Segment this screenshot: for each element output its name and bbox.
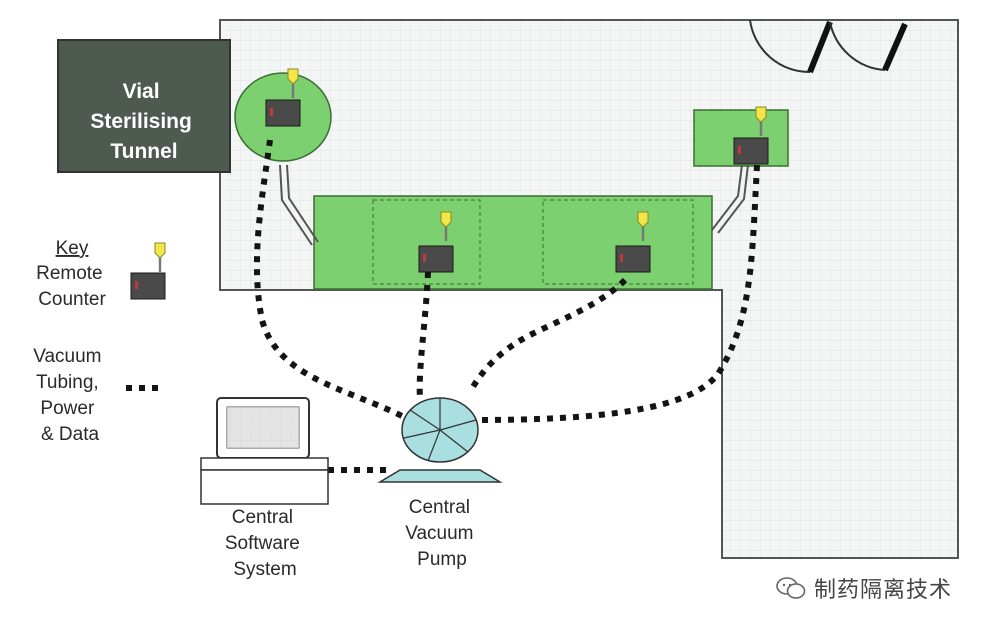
legend-tubing-label-line: Power (40, 398, 95, 419)
legend-probe-icon (154, 242, 166, 273)
zone-subdivision (372, 199, 481, 285)
tunnel-label-line: Tunnel (110, 140, 177, 163)
tunnel-label: Vial Sterilising Tunnel (90, 80, 197, 163)
pump-label-line: Pump (417, 549, 467, 570)
vial-sterilising-tunnel (57, 39, 231, 173)
pump-label: Central Vacuum Pump (405, 497, 479, 570)
zone-subdivision (542, 199, 694, 285)
software-label: Central Software System (225, 507, 305, 580)
remote-counter-icon (418, 245, 454, 273)
remote-counter-icon (265, 99, 301, 127)
legend-tubing-label-line: Vacuum (33, 346, 101, 367)
software-label-line: Software (225, 533, 300, 554)
legend-counter-icon (130, 272, 166, 300)
watermark: 制药隔离技术 (776, 572, 952, 604)
legend-tubing-label-line: & Data (41, 424, 100, 445)
central-vacuum-pump (377, 397, 503, 483)
vacuum-tubing (253, 139, 760, 473)
legend-counter-label: Remote Counter (36, 263, 108, 310)
software-label-line: System (233, 559, 296, 580)
tunnel-label-line: Sterilising (90, 110, 192, 133)
computer-icon (200, 397, 329, 505)
legend-tubing-label-line: Tubing, (36, 372, 99, 393)
chat-bubble-icon (776, 577, 806, 599)
software-label-line: Central (232, 507, 293, 528)
green-zone-main (313, 195, 713, 290)
remote-counter-icon (615, 245, 651, 273)
legend: Key Remote Counter Vacuum Tubing, Power … (33, 238, 166, 445)
pump-label-line: Central (409, 497, 470, 518)
tunnel-label-line: Vial (123, 80, 160, 103)
legend-counter-label-line: Remote (36, 263, 103, 284)
door-symbol (749, 19, 908, 74)
pump-label-line: Vacuum (405, 523, 473, 544)
conveyor-link (279, 164, 749, 246)
watermark-text: 制药隔离技术 (814, 578, 953, 603)
legend-tubing-label: Vacuum Tubing, Power & Data (33, 346, 107, 445)
remote-counter-icon (733, 137, 769, 165)
legend-title: Key (56, 238, 89, 259)
legend-counter-label-line: Counter (38, 289, 106, 310)
